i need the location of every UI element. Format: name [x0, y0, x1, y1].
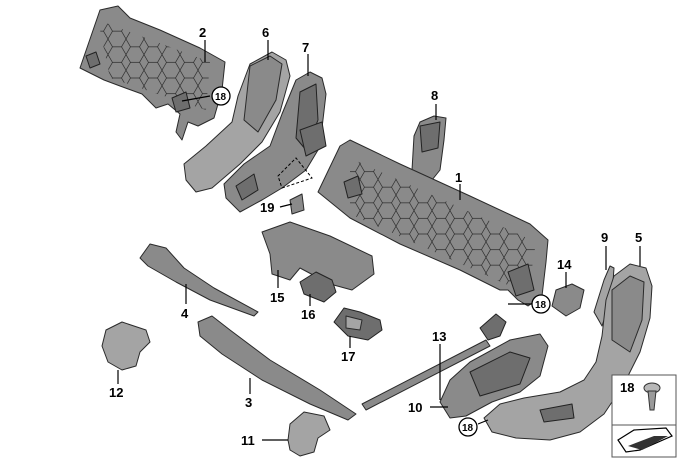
leader-lines: [117, 40, 641, 441]
part-16-clip-bracket: [299, 271, 337, 303]
part-6-side-trim: [183, 51, 291, 193]
label-part-10: 10: [408, 400, 422, 415]
ref-18-middle: 18: [531, 294, 551, 314]
label-part-15: 15: [270, 290, 284, 305]
label-part-9: 9: [601, 230, 608, 245]
label-part-13: 13: [432, 329, 446, 344]
part-3-lower-trim: [197, 315, 357, 421]
label-part-6: 6: [262, 25, 269, 40]
ref-18-middle-number: 18: [535, 300, 547, 311]
label-part-14: 14: [557, 257, 572, 272]
part-13-rod: [361, 313, 507, 411]
ref-18-lower-number: 18: [462, 423, 474, 434]
part-15-cover: [261, 221, 375, 291]
part-4-trim-strip: [139, 243, 259, 317]
part-10-lower-frame: [439, 333, 549, 419]
part-11-corner-cap: [287, 411, 331, 457]
label-part-11: 11: [241, 433, 255, 448]
label-part-12: 12: [109, 385, 123, 400]
label-part-4: 4: [181, 306, 189, 321]
part-7-backrest-frame: [223, 71, 327, 213]
part-19-dashed-guide: [277, 157, 313, 189]
label-part-7: 7: [302, 40, 309, 55]
part-14-bracket: [551, 283, 585, 317]
label-part-8: 8: [431, 88, 438, 103]
legend-box-part-18: 18: [611, 374, 677, 426]
label-part-19: 19: [260, 200, 274, 215]
part-19-clip: [289, 193, 305, 215]
part-2-rear-trim-panel: [79, 5, 226, 141]
legend-box-arrow: [611, 424, 677, 458]
part-17-latch: [333, 307, 383, 341]
ref-18-upper: 18: [211, 86, 231, 106]
ref-18-lower: 18: [458, 417, 478, 437]
part-5-side-panel: [483, 263, 653, 441]
part-8-bracket: [411, 115, 447, 181]
part-9-strip: [593, 265, 615, 327]
label-part-1: 1: [455, 170, 462, 185]
ref-18-upper-number: 18: [215, 92, 227, 103]
label-part-16: 16: [301, 307, 315, 322]
legend-part-18-number: 18: [620, 380, 634, 395]
label-part-2: 2: [199, 25, 206, 40]
label-part-17: 17: [341, 349, 355, 364]
label-part-3: 3: [245, 395, 252, 410]
label-part-5: 5: [635, 230, 642, 245]
screw-icon: [643, 382, 661, 411]
part-12-corner-cap: [101, 321, 151, 371]
